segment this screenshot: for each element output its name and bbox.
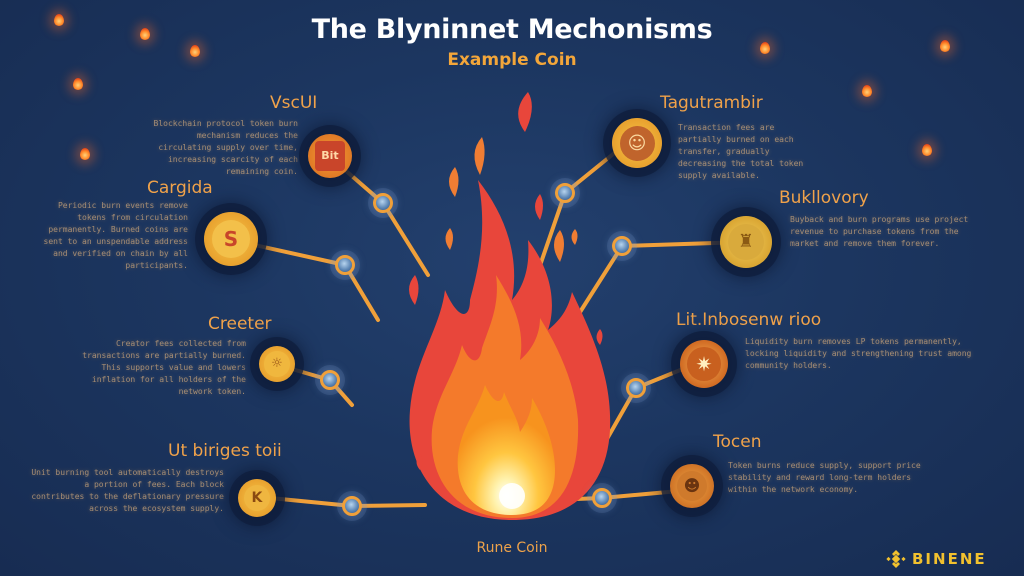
mechanism-description: Unit burning tool automatically destroys… — [31, 468, 224, 513]
ember-icon — [73, 78, 83, 90]
coin-icon: ♜ — [727, 223, 765, 261]
ember-icon — [760, 42, 770, 54]
ember-icon — [190, 45, 200, 57]
mechanism-heading: Ut biriges toii — [168, 441, 282, 461]
mechanism-heading: Bukllovory — [779, 188, 869, 208]
coin-icon: K — [243, 484, 271, 512]
flame-icon — [409, 92, 611, 520]
connector-line — [381, 201, 430, 277]
mechanism-description: Buyback and burn programs use project re… — [790, 215, 969, 248]
mechanism-heading: Lit.Inbosenw rioo — [676, 310, 822, 330]
coin-badge: ♜ — [720, 216, 772, 268]
coin-icon: ☼ — [264, 351, 290, 377]
mechanism-heading: VscUI — [270, 93, 318, 113]
brand-name: BINENE — [912, 550, 987, 568]
connector-line — [350, 503, 427, 508]
coin-icon: ☺ — [619, 125, 655, 161]
connector-node — [335, 255, 355, 275]
coin-badge: ✷ — [680, 340, 728, 388]
connector-node — [612, 236, 632, 256]
center-coin-label: Rune Coin — [476, 540, 548, 556]
connector-line — [573, 244, 624, 322]
connector-node — [626, 378, 646, 398]
coin-icon: S — [212, 220, 250, 258]
ember-icon — [862, 85, 872, 97]
connector-line — [343, 263, 380, 322]
coin-badge: K — [238, 479, 276, 517]
coin-badge: S — [204, 212, 258, 266]
ember-icon — [54, 14, 64, 26]
coin-icon: ☻ — [676, 470, 708, 502]
coin-icon: Bit — [314, 140, 346, 172]
brand-logo: BINENE — [886, 549, 987, 569]
mechanism-description: Liquidity burn removes LP tokens permane… — [745, 337, 972, 370]
coin-icon: ✷ — [687, 347, 721, 381]
mechanism-heading: Tagutrambir — [660, 93, 763, 113]
connector-node — [555, 183, 575, 203]
coin-badge: ☺ — [612, 118, 662, 168]
mechanism-heading: Creeter — [208, 314, 272, 334]
mechanism-description: Creator fees collected from transactions… — [82, 339, 246, 396]
ember-icon — [940, 40, 950, 52]
connector-node — [373, 193, 393, 213]
coin-badge: ☻ — [670, 464, 714, 508]
diamond-logo-icon — [886, 550, 906, 568]
ember-icon — [922, 144, 932, 156]
ember-icon — [80, 148, 90, 160]
connector-node — [320, 370, 340, 390]
mechanism-heading: Cargida — [147, 178, 213, 198]
mechanism-description: Transaction fees are partially burned on… — [678, 123, 804, 180]
ember-icon — [140, 28, 150, 40]
mechanism-description: Blockchain protocol token burn mechanism… — [153, 119, 299, 176]
mechanism-heading: Tocen — [713, 432, 762, 452]
mechanism-description: Token burns reduce supply, support price… — [728, 461, 921, 494]
mechanism-description: Periodic burn events remove tokens from … — [43, 201, 189, 270]
coin-badge: Bit — [308, 134, 352, 178]
connector-node — [592, 488, 612, 508]
coin-badge: ☼ — [259, 346, 295, 382]
connector-node — [342, 496, 362, 516]
page-subtitle: Example Coin — [447, 50, 577, 70]
page-title: The Blyninnet Mechonisms — [311, 14, 713, 45]
